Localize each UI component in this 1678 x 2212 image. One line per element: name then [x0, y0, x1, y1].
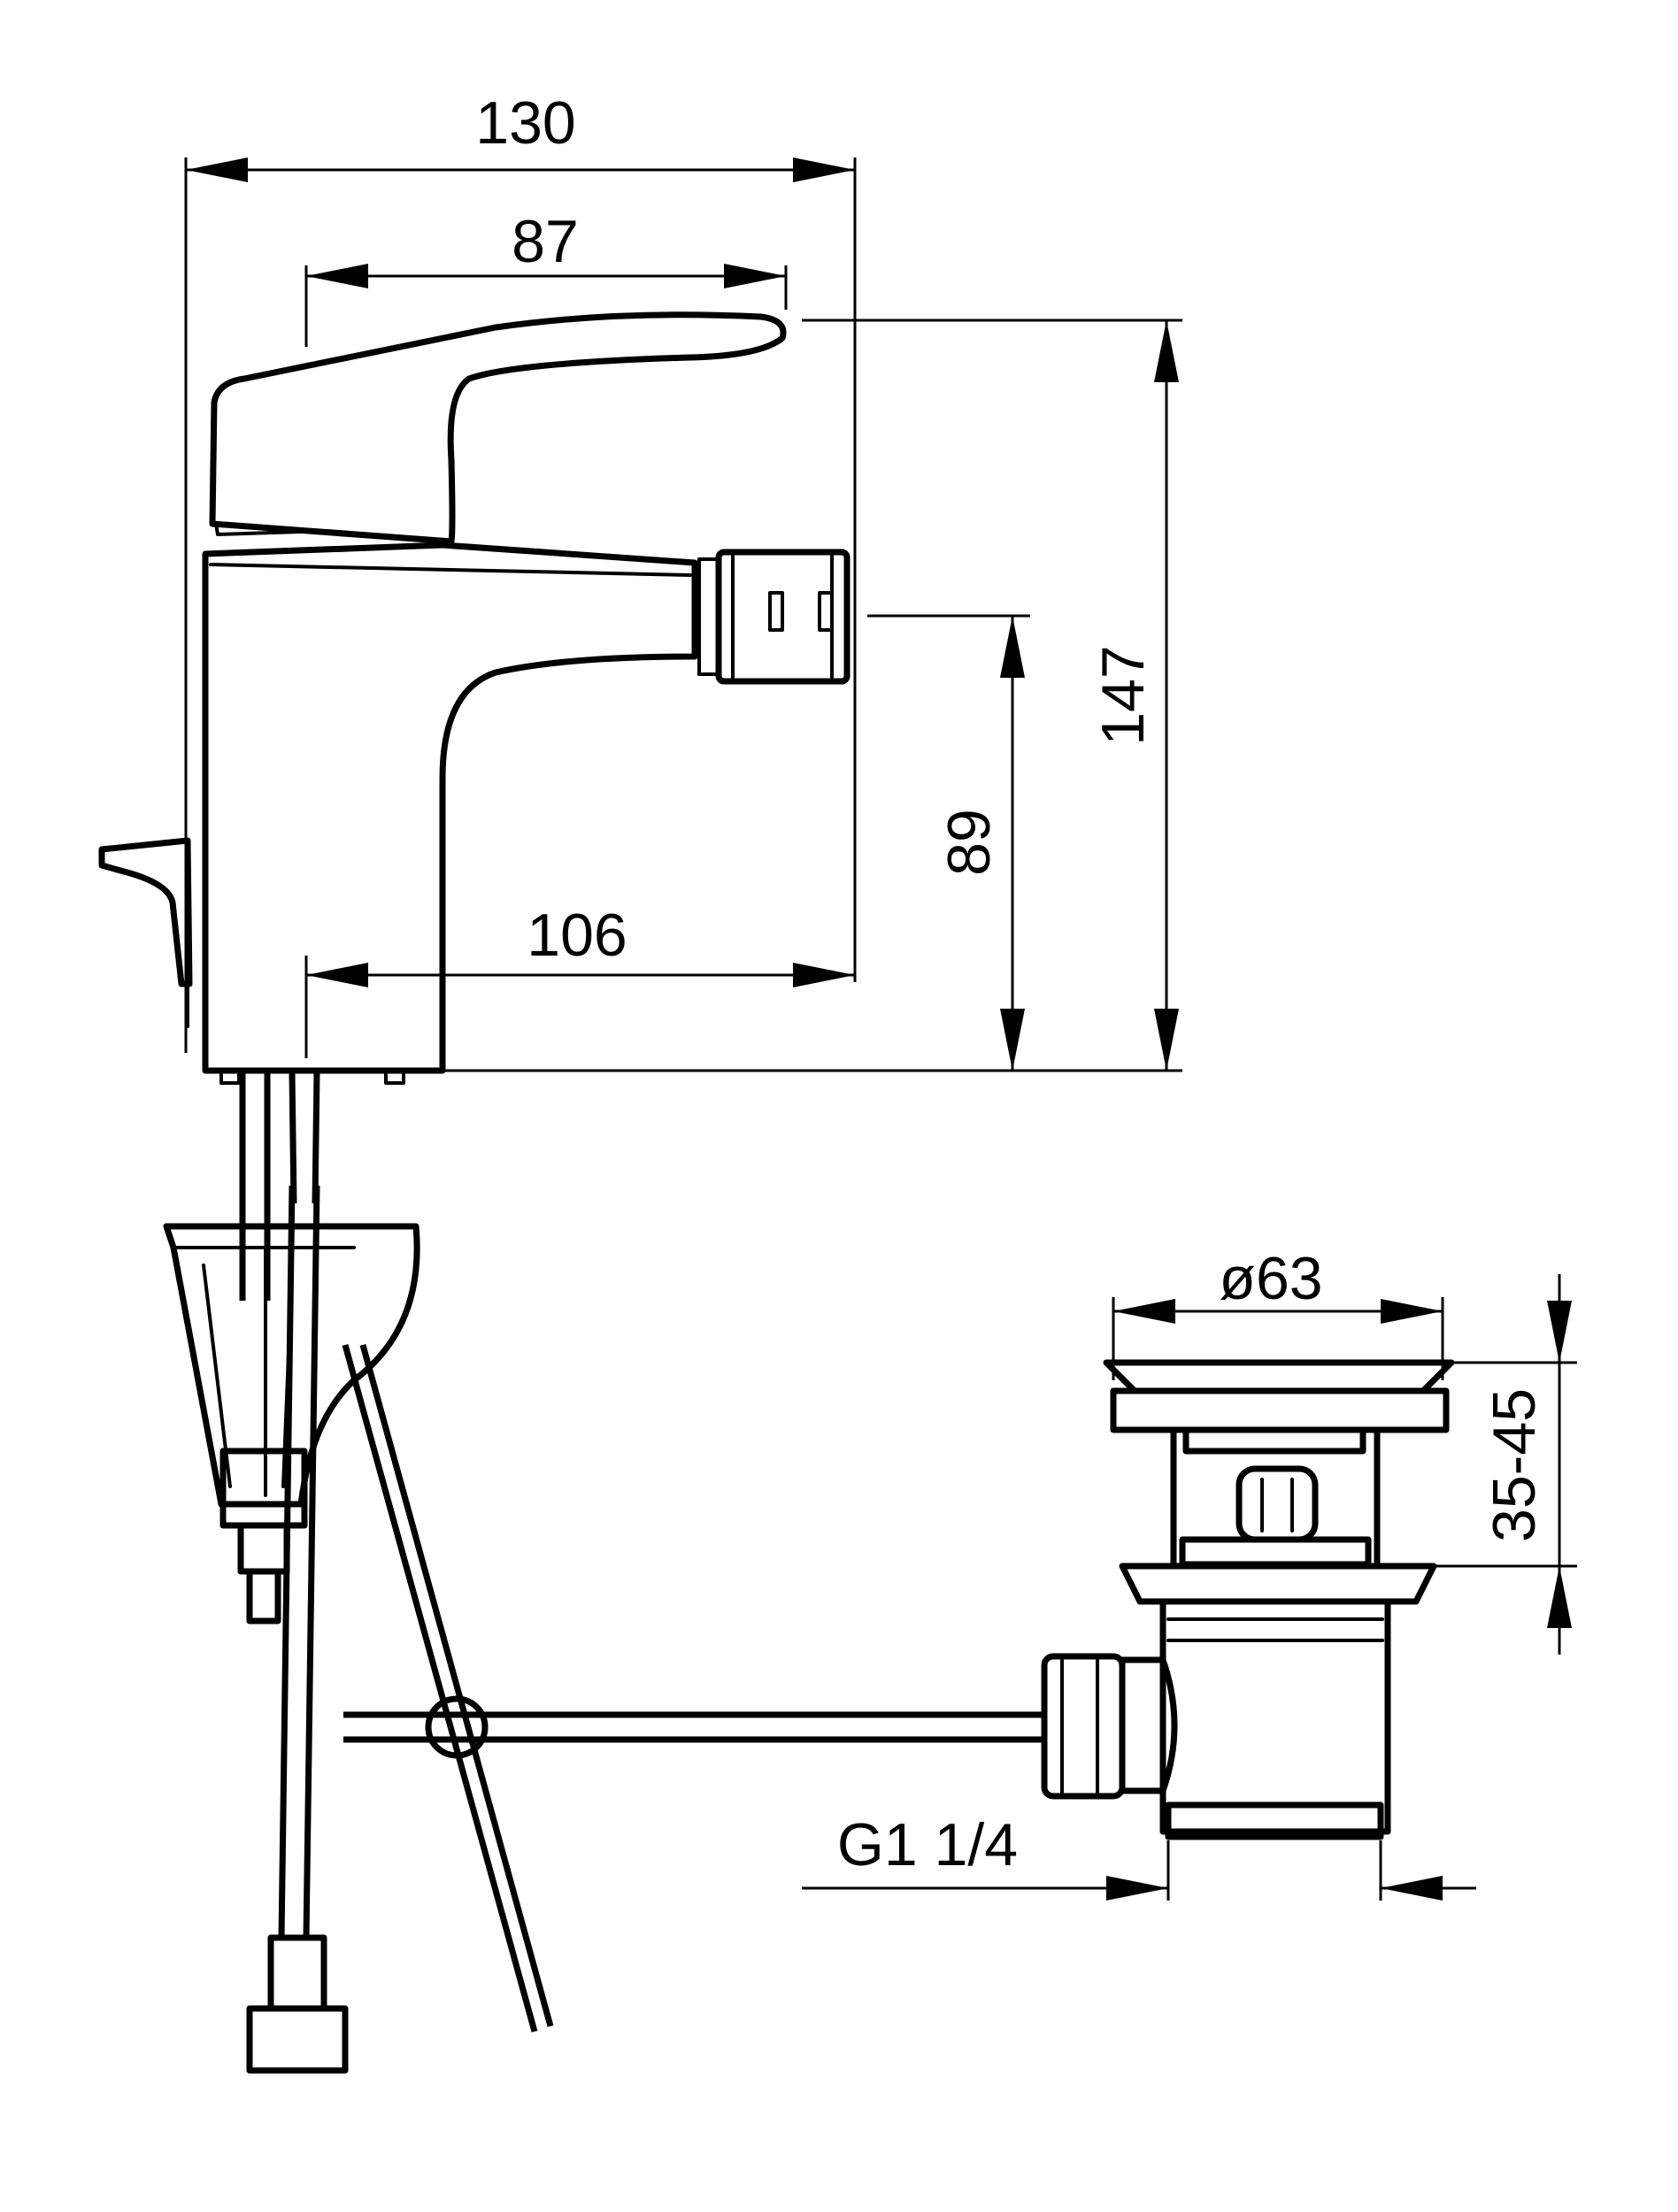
dim-label-63: ø63	[1219, 1245, 1322, 1312]
outlet-nut	[1041, 1653, 1126, 1800]
waste-slot	[1235, 1465, 1319, 1543]
dim-spout-reach: 106	[304, 672, 857, 1058]
body-top-line	[209, 563, 692, 577]
mixer-tap	[98, 311, 851, 1085]
waste-body-lower	[1159, 1601, 1391, 1835]
dim-label-106: 106	[527, 902, 627, 969]
dim-label-87: 87	[512, 208, 579, 275]
dim-spout-height: 89	[443, 614, 1182, 1072]
dim-label-g1-1-4: G1 1/4	[837, 1811, 1018, 1878]
mixer-body	[202, 541, 698, 1074]
dim-label-89: 89	[935, 809, 1003, 876]
dim-label-147: 147	[1089, 645, 1157, 745]
waste-flange	[1119, 1563, 1437, 1605]
fixing-and-hoses	[163, 1071, 1044, 2074]
pop-up-knob	[98, 837, 193, 987]
dim-waste-range: 35-45	[1434, 1274, 1577, 1655]
dim-lever-span: 87	[304, 208, 788, 347]
dim-overall-width: 130	[184, 89, 857, 1053]
pop-up-waste	[1041, 1359, 1455, 1840]
flex-hose	[278, 1185, 296, 1939]
dim-label-35-45: 35-45	[1481, 1388, 1548, 1542]
dim-waste-diameter: ø63	[1112, 1245, 1444, 1380]
dim-waste-thread: G1 1/4	[802, 1811, 1476, 1901]
rod-joint	[425, 1695, 489, 1759]
lever-handle	[209, 311, 787, 545]
dim-label-130: 130	[475, 89, 575, 157]
pull-rod	[342, 1344, 538, 2032]
spout-aerator	[697, 549, 851, 685]
lever-lower-edge	[214, 522, 453, 543]
waste-plug-cap	[1103, 1359, 1455, 1394]
dim-overall-height: 147	[802, 319, 1182, 1071]
